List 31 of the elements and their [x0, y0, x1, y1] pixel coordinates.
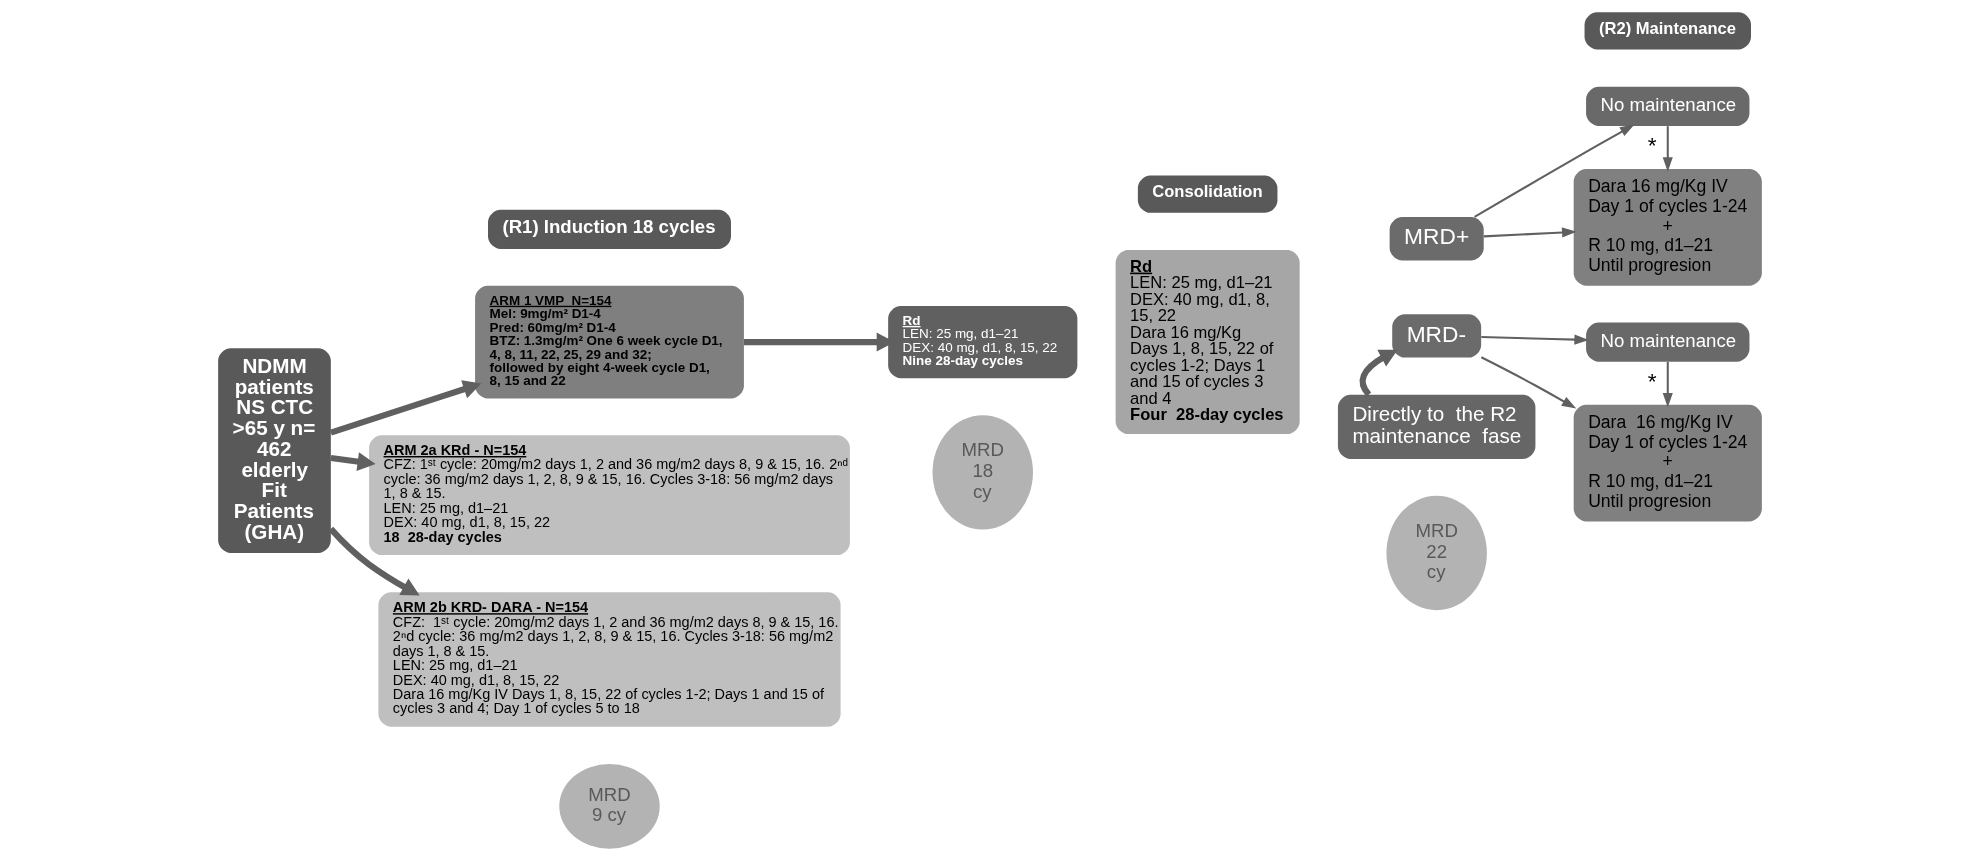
node-box: MRD-: [1392, 314, 1482, 358]
node-box: ARM 2b KRD- DARA - N=154 CFZ: 1ˢᵗ cycle: 20mg/m2 days 1, 2 and 36 mg/m2 days 8, 9 & 15, 16. 2ⁿd cycle: 36 mg/m2 days 1, 2, 8, 9 & 15, 16. Cycles 3-18: 56 mg/m2 days 1, 8 & 15. LEN: 25 mg, d1–21 DEX: 40 mg, d1, 8, 15, 22 Dara 16 mg/Kg IV Days 1, 8, 15, 22 of cycles 1-2; Days 1 and 15 of cycles 3 and 4; Day 1 of cycles 5 to 18: [378, 592, 841, 727]
node-box: Dara 16 mg/Kg IV Day 1 of cycles 1-24 + R 10 mg, d1–21 Until progresion: [1573, 168, 1762, 286]
node-ellipse: MRD 9 cy: [559, 763, 660, 849]
arrow: [1662, 361, 1673, 408]
node-box: Consolidation: [1137, 175, 1278, 213]
node-box: Dara 16 mg/Kg IV Day 1 of cycles 1-24 + R 10 mg, d1–21 Until progresion: [1573, 404, 1762, 522]
arrow: [1474, 124, 1635, 218]
arrow: [328, 526, 420, 596]
node-box: ARM 2a KRd - N=154 CFZ: 1ˢᵗ cycle: 20mg/m2 days 1, 2 and 36 mg/m2 days 8, 9 & 15, 16. 2ⁿᵈ cycle: 36 mg/m2 days 1, 2, 8, 9 & 15, 16. Cycles 3-18: 56 mg/m2 days 1, 8 & 15. LEN: 25 mg, d1–21 DEX: 40 mg, d1, 8, 15, 22 18 28-day cycles: [369, 435, 850, 556]
arrow: [1481, 334, 1589, 345]
node-box: (R1) Induction 18 cycles: [488, 209, 731, 250]
arrow: [329, 380, 482, 436]
node-box: (R2) Maintenance: [1584, 12, 1751, 50]
node-box: Rd LEN: 25 mg, d1–21 DEX: 40 mg, d1, 8, 15, 22 Nine 28-day cycles: [888, 305, 1078, 379]
node-ellipse: MRD 18 cy: [932, 415, 1033, 530]
arrow: [1359, 349, 1398, 397]
node-box: NDMM patients NS CTC >65 y n= 462 elderly Fit Patients (GHA): [218, 348, 331, 553]
node-box: Rd LEN: 25 mg, d1–21 DEX: 40 mg, d1, 8, 15, 22 Dara 16 mg/Kg Days 1, 8, 15, 22 of cycles 1-2; Days 1 and 15 of cycles 3 and 4 Four 28-day cycles: [1115, 250, 1300, 435]
edge-label: *: [1647, 367, 1657, 394]
node-box: ARM 1 VMP N=154 Mel: 9mg/m² D1-4 Pred: 60mg/m² D1-4 BTZ: 1.3mg/m² One 6 week cycle D1, 4, 8, 11, 22, 25, 29 and 32; followed by eight 4-week cycle D1, 8, 15 and 22: [475, 285, 744, 399]
node-box: Directly to the R2 maintenance fase: [1337, 394, 1536, 459]
node-box: MRD+: [1389, 217, 1484, 261]
node-ellipse: MRD 22 cy: [1386, 495, 1487, 611]
arrow: [330, 452, 376, 471]
edge-label: *: [1647, 132, 1657, 159]
node-box: No maintenance: [1586, 322, 1750, 362]
arrow: [1480, 356, 1577, 409]
node-box: No maintenance: [1586, 86, 1750, 126]
arrow: [1483, 227, 1577, 238]
arrow: [1662, 126, 1673, 172]
